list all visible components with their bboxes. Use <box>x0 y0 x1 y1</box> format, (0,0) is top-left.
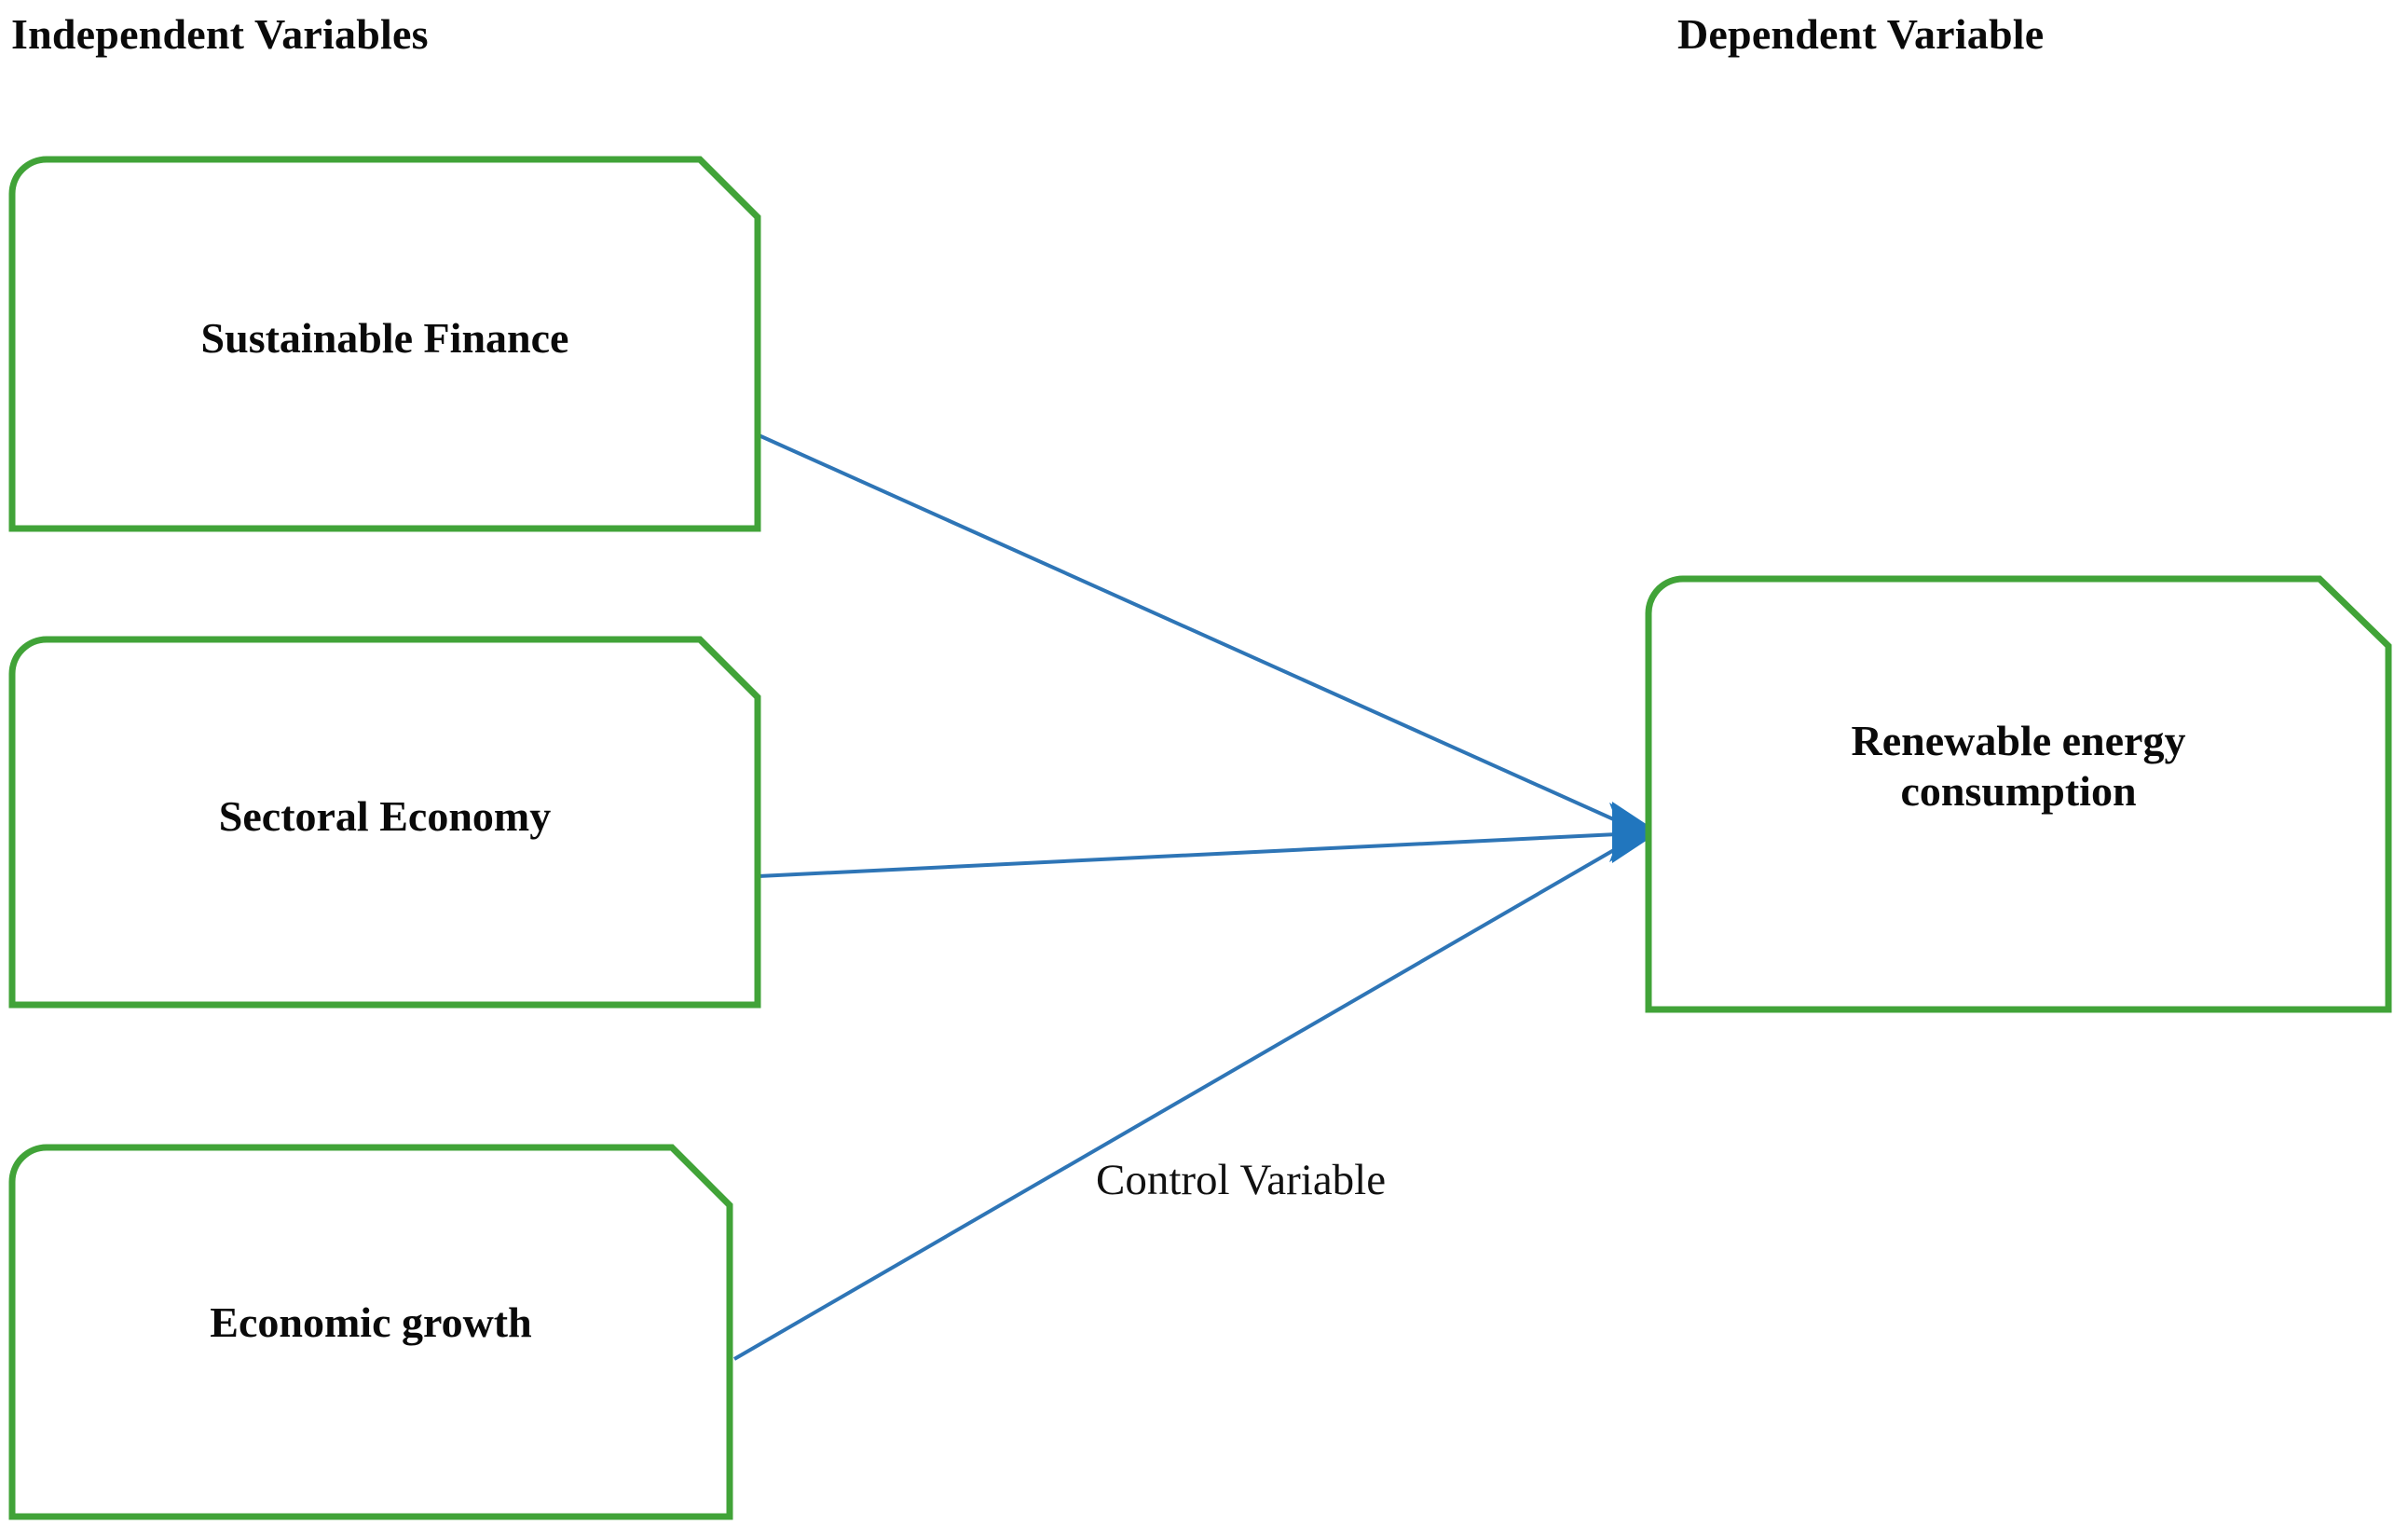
independent-variables-header: Independent Variables <box>11 10 429 58</box>
connector-economic-growth-to-renewable <box>732 835 1638 1361</box>
node-sectoral-economy[interactable]: Sectoral Economy <box>8 636 761 1009</box>
node-label-sustainable-finance: Sustainable Finance <box>200 314 569 362</box>
node-label-economic-growth: Economic growth <box>210 1298 532 1346</box>
node-shape-economic-growth <box>8 1144 733 1520</box>
node-renewable-energy-consumption[interactable]: Renewable energy consumption <box>1645 575 2392 1013</box>
node-label-sectoral-economy: Sectoral Economy <box>218 792 552 840</box>
node-shape-sectoral-economy <box>8 636 761 1009</box>
connector-sectoral-economy-to-renewable <box>758 831 1637 878</box>
node-sustainable-finance[interactable]: Sustainable Finance <box>8 156 761 532</box>
node-economic-growth[interactable]: Economic growth <box>8 1144 733 1520</box>
connector-sustainable-finance-to-renewable <box>756 433 1637 831</box>
dependent-variable-header: Dependent Variable <box>1677 10 2045 58</box>
control-variable-annotation: Control Variable <box>1096 1156 1387 1204</box>
node-label-renewable-energy: Renewable energy consumption <box>1851 717 2186 816</box>
node-shape-sustainable-finance <box>8 156 761 532</box>
node-shape-renewable-energy <box>1645 575 2392 1013</box>
